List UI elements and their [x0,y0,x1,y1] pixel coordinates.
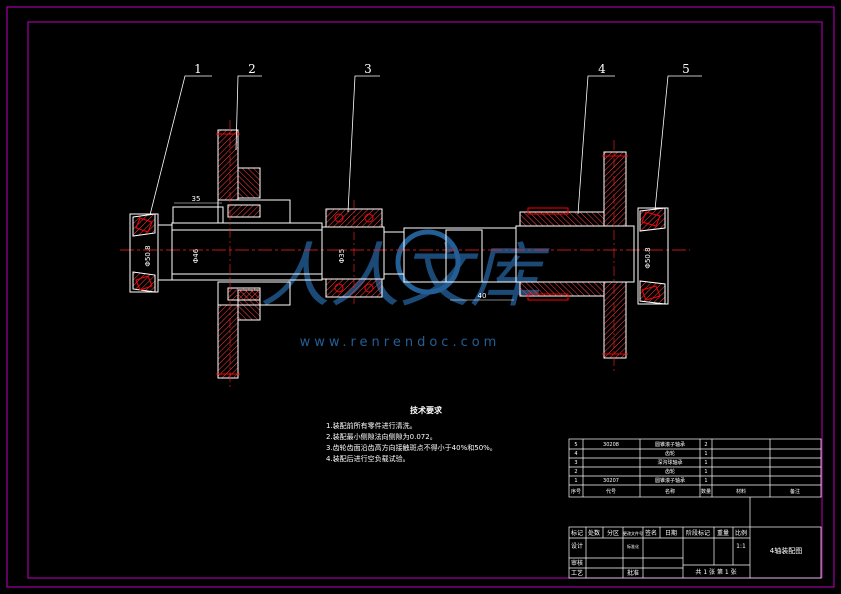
svg-text:标准化: 标准化 [627,543,639,549]
dim-40: 40 [478,292,487,300]
watermark-url: www.renrendoc.com [300,335,501,350]
bearing-1 [129,213,172,293]
bearing-5 [637,207,669,305]
svg-text:1:1: 1:1 [736,543,746,550]
svg-text:圆锥滚子轴承: 圆锥滚子轴承 [655,441,685,448]
tech-req-item-3: 3.齿轮齿面沿齿高方向接触斑点不得小于40%和50%。 [326,443,497,452]
svg-text:备注: 备注 [790,488,800,495]
svg-text:比例: 比例 [735,529,747,537]
svg-text:1: 1 [704,460,707,466]
gear-2 [216,120,291,390]
dim-phi46: Φ46 [192,248,200,263]
dim-phi50-8-a: Φ50.8 [144,245,152,266]
watermark: 人人文库 www.renrendoc.com [260,229,550,350]
dim-phi35: Φ35 [338,249,346,263]
svg-text:1: 1 [704,451,707,457]
tech-req-item-1: 1.装配前所有零件进行清洗。 [326,421,417,430]
inner-frame [27,21,823,579]
svg-text:处数: 处数 [588,529,600,537]
svg-text:2: 2 [574,469,577,475]
svg-text:共 1 张 第 1 张: 共 1 张 第 1 张 [695,568,736,576]
dimension-lines [174,202,514,301]
svg-text:设计: 设计 [571,542,583,550]
svg-text:代号: 代号 [606,488,616,495]
svg-text:4: 4 [574,451,577,457]
svg-text:3: 3 [574,460,577,466]
svg-text:审核: 审核 [571,559,583,567]
svg-text:更改文件号: 更改文件号 [623,530,643,536]
tech-req-item-4: 4.装配后进行空负载试验。 [326,454,410,463]
outer-frame [6,6,835,588]
svg-text:数量: 数量 [701,488,711,495]
tech-req-title: 技术要求 [410,405,443,415]
svg-text:阶段标记: 阶段标记 [686,529,710,537]
svg-text:工艺: 工艺 [571,569,583,577]
leaders [149,75,702,216]
balloon-3: 3 [364,62,372,76]
svg-text:30208: 30208 [603,442,619,448]
svg-text:深沟球轴承: 深沟球轴承 [657,459,682,466]
svg-text:齿轮: 齿轮 [665,468,675,475]
gear-4 [519,140,628,372]
svg-text:批准: 批准 [627,569,639,577]
svg-text:圆锥滚子轴承: 圆锥滚子轴承 [655,477,685,484]
dim-phi50-8-b: Φ50.8 [644,247,652,268]
svg-text:5: 5 [574,442,577,448]
svg-text:标记: 标记 [571,529,583,537]
svg-text:4轴装配图: 4轴装配图 [770,546,802,555]
title-block-text: 标记 处数 分区 更改文件号 签名 日期 设计 标准化 审核 工艺 批准 阶段标… [571,529,802,577]
svg-text:2: 2 [704,442,707,448]
title-block [568,497,822,579]
parts-list [568,438,822,498]
svg-text:日期: 日期 [665,529,677,537]
svg-text:齿轮: 齿轮 [665,450,675,457]
dim-35: 35 [192,195,201,203]
balloon-5: 5 [682,62,690,76]
svg-text:材料: 材料 [736,488,746,495]
svg-text:1: 1 [704,478,707,484]
balloon-2: 2 [248,62,256,76]
svg-text:名称: 名称 [665,488,675,495]
svg-text:重量: 重量 [717,529,729,537]
svg-text:30207: 30207 [603,478,619,484]
bearing-3 [325,200,383,305]
balloon-4: 4 [598,62,606,76]
technical-requirements: 技术要求 1.装配前所有零件进行清洗。 2.装配最小侧隙法向侧隙为0.072。 … [326,405,497,463]
balloon-1: 1 [194,62,202,76]
svg-text:序号: 序号 [571,488,581,495]
svg-text:分区: 分区 [607,529,619,537]
svg-text:1: 1 [574,478,577,484]
watermark-text: 人人文库 [260,235,550,317]
tech-req-item-2: 2.装配最小侧隙法向侧隙为0.072。 [326,432,437,441]
svg-text:签名: 签名 [645,529,657,537]
svg-text:1: 1 [704,469,707,475]
parts-rows: 5 30208 圆锥滚子轴承 2 4 齿轮 1 3 深沟球轴承 1 2 齿轮 1… [571,441,800,495]
